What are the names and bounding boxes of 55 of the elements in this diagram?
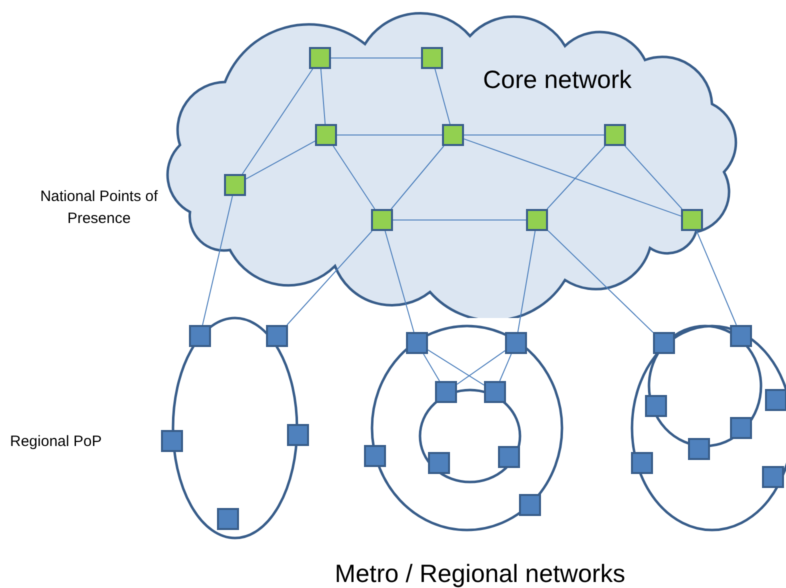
regional-pop-node xyxy=(762,466,784,488)
link-line xyxy=(546,146,606,210)
link-line xyxy=(434,68,450,124)
cloud-label: Core network xyxy=(483,68,632,93)
link-line xyxy=(624,146,683,210)
regional-pop-node xyxy=(730,325,752,347)
link-line xyxy=(456,350,506,385)
regional-pop-node xyxy=(266,325,288,347)
regional-pop-node xyxy=(428,452,450,474)
national-pop-node xyxy=(371,209,393,231)
regional-pop-node xyxy=(653,332,675,354)
link-line xyxy=(242,68,314,174)
link-line xyxy=(320,68,326,124)
regional-pop-node xyxy=(631,452,653,474)
link-line xyxy=(464,138,682,217)
regional-pop-node xyxy=(217,508,239,530)
regional-pop-node xyxy=(730,417,752,439)
link-line xyxy=(499,354,512,382)
national-pop-node xyxy=(526,209,548,231)
national-pop-node xyxy=(681,209,703,231)
annotation-label: Metro / Regional networks xyxy=(334,559,626,588)
national-pop-node xyxy=(309,47,331,69)
link-line xyxy=(548,230,654,333)
regional-pop-node xyxy=(364,445,386,467)
regional-pop-node xyxy=(484,381,506,403)
link-line xyxy=(202,196,233,326)
national-pop-node xyxy=(315,124,337,146)
national-pop-node xyxy=(442,124,464,146)
link-line xyxy=(464,134,604,136)
annotation-label: National Points of Presence xyxy=(40,187,158,229)
regional-pop-node xyxy=(435,381,457,403)
national-pop-node xyxy=(421,47,443,69)
link-line xyxy=(696,230,737,326)
national-pop-node xyxy=(604,124,626,146)
link-line xyxy=(390,146,444,210)
link-line xyxy=(517,230,536,332)
annotation-label: Regional PoP xyxy=(10,432,103,452)
link-line xyxy=(286,230,373,326)
link-line xyxy=(384,230,414,332)
regional-pop-node xyxy=(519,494,541,516)
regional-pop-node xyxy=(161,430,183,452)
regional-pop-node xyxy=(645,395,667,417)
regional-pop-node xyxy=(765,389,786,411)
link-line xyxy=(332,146,376,210)
regional-pop-node xyxy=(688,438,710,460)
link-line xyxy=(246,140,316,180)
national-pop-node xyxy=(224,174,246,196)
regional-pop-node xyxy=(505,332,527,354)
link-line xyxy=(428,349,484,386)
regional-pop-node xyxy=(406,332,428,354)
link-line xyxy=(423,354,440,382)
link-line xyxy=(336,134,442,136)
regional-pop-node xyxy=(287,424,309,446)
regional-pop-node xyxy=(498,446,520,468)
regional-pop-node xyxy=(189,325,211,347)
